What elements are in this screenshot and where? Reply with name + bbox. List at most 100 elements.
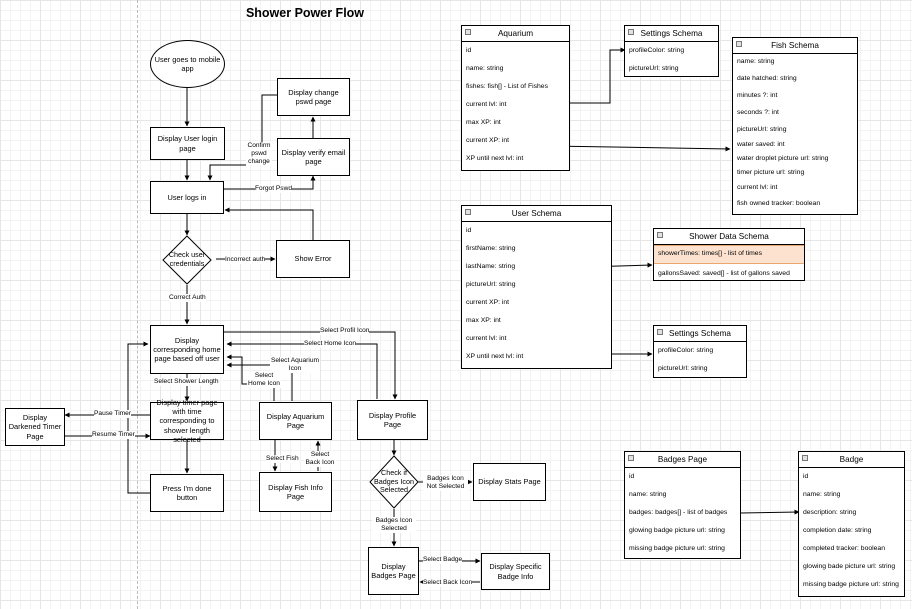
edge-label-select-back: Select Back Icon [304,451,336,467]
specific-badge-node: Display Specific Badge Info [481,553,550,590]
schema-row: id [803,473,809,480]
badges-page-node: Display Badges Page [368,547,419,595]
schema-header: Badge [799,452,904,468]
table-icon [465,209,471,215]
aquarium-page-node: Display Aquarium Page [259,402,332,440]
schema-title: Settings Schema [640,29,703,38]
schema-row: name: string [629,491,667,498]
schema-row: pictureUrl: string [737,126,787,133]
diamond-shape [369,455,419,509]
schema-title: User Schema [511,209,562,218]
schema-row: XP until next lvl: int [466,353,524,360]
schema-row: profileColor: string [658,347,714,354]
schema-header: Badges Page [625,452,740,468]
edge-label-selected: Badges Icon Selected [372,517,416,533]
edge-label-select-badge: Select Badge [423,556,463,564]
schema-header: Shower Data Schema [654,229,804,245]
schema-row: minutes ?: int [737,92,778,99]
schema-row: fish owned tracker: boolean [737,200,821,207]
user-schema: User Schema id firstName: string lastNam… [461,205,612,369]
table-icon [465,29,471,35]
schema-row: max XP: int [466,119,501,126]
table-icon [657,329,663,335]
schema-row: current lvl: int [737,184,778,191]
edge-label-shower-length: Select Shower Length [154,378,219,386]
edge-label-confirm: Confirm pswd change [246,142,272,166]
diagram-title: Shower Power Flow [245,6,365,20]
check-credentials-label: Check user credentials [168,250,206,268]
schema-row: description: string [803,509,857,516]
edge-label-home-icon-2: Select Home Icon [247,372,281,388]
schema-row: name: string [803,491,841,498]
darkened-timer-node: Display Darkened Timer Page [5,408,65,446]
schema-row: pictureUrl: string [629,65,679,72]
table-icon [736,41,742,47]
schema-row: id [466,47,472,54]
check-badges-label: Check if Badges Icon Selected [374,468,414,495]
schema-row-selected[interactable]: showerTimes: times[] - list of times [654,245,804,264]
edge-label-aquarium-icon: Select Aquarium Icon [270,357,320,373]
schema-row: completion date: string [803,527,872,534]
schema-header: User Schema [462,206,611,222]
schema-row: missing badge picture url: string [629,545,725,552]
schema-row: missing badge picture url: string [803,581,899,588]
table-icon [657,232,663,238]
fish-info-node: Display Fish Info Page [259,472,332,512]
schema-row: name: string [737,58,775,65]
edge-label-incorrect: Incorrect auth [225,256,266,264]
edge-label-select-fish: Select Fish [266,455,299,463]
schema-row: id [629,473,635,480]
schema-row: glowing bade picture url: string [803,563,896,570]
schema-row: name: string [466,65,504,72]
change-pswd-node: Display change pswd page [277,78,350,116]
schema-title: Badges Page [657,455,708,464]
badges-page-schema: Badges Page id name: string badges: badg… [624,451,741,559]
schema-header: Settings Schema [625,26,718,42]
home-page-node: Display corresponding home page based of… [150,325,224,374]
schema-row: current XP: int [466,299,510,306]
schema-row: current lvl: int [466,335,507,342]
settings-schema-1: Settings Schema profileColor: string pic… [624,25,719,77]
fish-schema: Fish Schema name: string date hatched: s… [732,37,858,215]
schema-row: pictureUrl: string [658,365,708,372]
done-button-node: Press I'm done button [150,474,224,512]
table-icon [628,455,634,461]
edge-label-pause: Pause Timer [94,410,132,418]
schema-row: current lvl: int [466,101,507,108]
stats-page-node: Display Stats Page [473,463,546,501]
schema-row: firstName: string [466,245,516,252]
schema-header: Aquarium [462,26,569,42]
edge-label-not-selected: Badges Icon Not Selected [423,475,468,491]
check-credentials-decision: Check user credentials [162,235,212,285]
show-error-node: Show Error [276,240,350,278]
schema-row: water saved: int [737,141,785,148]
diamond-shape [162,235,212,285]
edge-label-home-icon: Select Home Icon [304,340,357,348]
timer-page-node: Display timer page with time correspondi… [150,398,224,444]
schema-row: completed tracker: boolean [803,545,885,552]
shower-data-schema: Shower Data Schema showerTimes: times[] … [653,228,805,281]
badge-schema: Badge id name: string description: strin… [798,451,905,597]
schema-header: Fish Schema [733,38,857,54]
schema-row: timer picture url: string [737,169,805,176]
schema-row: gallonsSaved: saved[] - list of gallons … [658,270,790,277]
schema-title: Shower Data Schema [689,232,769,241]
verify-email-node: Display verify email page [277,138,350,176]
schema-row: badges: badges[] - list of badges [629,509,728,516]
schema-row: seconds ?: int [737,109,779,116]
edge-label-forgot: Forgot Pswd [255,185,293,193]
settings-schema-2: Settings Schema profileColor: string pic… [653,325,747,378]
schema-title: Fish Schema [771,41,819,50]
edge-label-resume: Resume Timer [92,431,135,439]
check-badges-decision: Check if Badges Icon Selected [369,455,419,509]
schema-row: pictureUrl: string [466,281,516,288]
schema-row: glowing badge picture url: string [629,527,725,534]
schema-title: Aquarium [497,29,534,38]
schema-row: id [466,227,472,234]
edge-label-profil-icon: Select Profil Icon [320,327,370,335]
schema-header: Settings Schema [654,326,746,342]
profile-page-node: Display Profile Page [357,400,428,440]
schema-row: date hatched: string [737,75,797,82]
schema-row: XP until next lvl: int [466,155,524,162]
table-icon [802,455,808,461]
